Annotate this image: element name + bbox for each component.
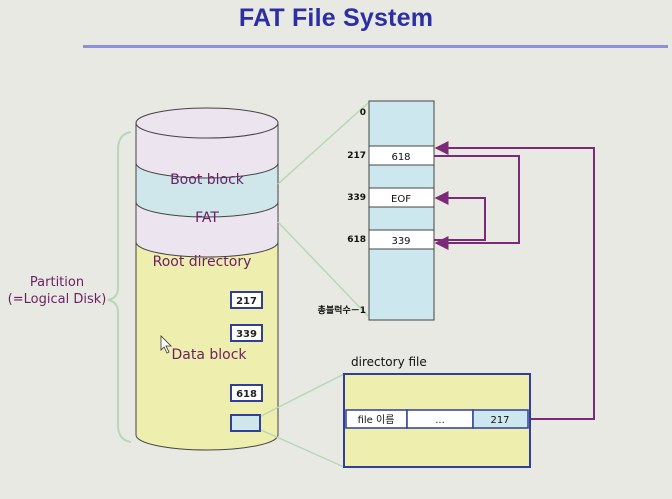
dir-cell-start-block: 217: [490, 415, 509, 426]
mouse-cursor-icon: [160, 335, 172, 354]
data-block-339: 339: [230, 324, 263, 342]
root-directory-label: Root directory: [153, 254, 252, 270]
fat-connector-bottom: [277, 221, 369, 317]
data-block-217: 217: [230, 291, 263, 309]
directory-file-box: file 이름 ... 217: [343, 373, 531, 468]
fat-table: 618 EOF 339: [368, 100, 435, 321]
fat-section-label: FAT: [195, 210, 219, 226]
fat-index-0: 0: [360, 108, 366, 118]
partition-label: Partition: [30, 275, 84, 290]
fat-entry-339-value: EOF: [391, 194, 411, 205]
dir-cell-ellipsis: ...: [435, 415, 445, 426]
svg-text:618: 618: [236, 389, 257, 400]
dir-connector-top: [260, 373, 345, 417]
svg-text:339: 339: [236, 329, 257, 340]
fat-connector-top: [277, 102, 369, 185]
data-block-618: 618: [230, 384, 263, 402]
boot-block-label: Boot block: [170, 172, 245, 188]
data-block-label: Data block: [171, 347, 247, 363]
page-title: FAT File System: [238, 4, 434, 32]
fat-entry-217-value: 618: [391, 152, 410, 163]
fat-entry-618-value: 339: [391, 236, 410, 247]
fat-index-last: 총블럭수－1: [318, 304, 366, 316]
fat-index-217: 217: [347, 151, 366, 161]
title-underline: [83, 45, 668, 48]
partition-brace: [107, 131, 132, 443]
directory-file-caption: directory file: [351, 355, 427, 369]
dir-connector-bottom: [260, 429, 345, 468]
partition-sublabel: (=Logical Disk): [8, 292, 107, 307]
dir-cell-filename: file 이름: [358, 414, 395, 426]
pointer-dir-to-217: [434, 141, 595, 420]
pointer-217-to-618: [434, 155, 520, 250]
svg-text:217: 217: [236, 296, 257, 307]
fat-index-618: 618: [347, 235, 366, 245]
pointer-618-to-339: [434, 191, 486, 241]
fat-index-339: 339: [347, 193, 366, 203]
data-block-directory: [230, 414, 261, 432]
